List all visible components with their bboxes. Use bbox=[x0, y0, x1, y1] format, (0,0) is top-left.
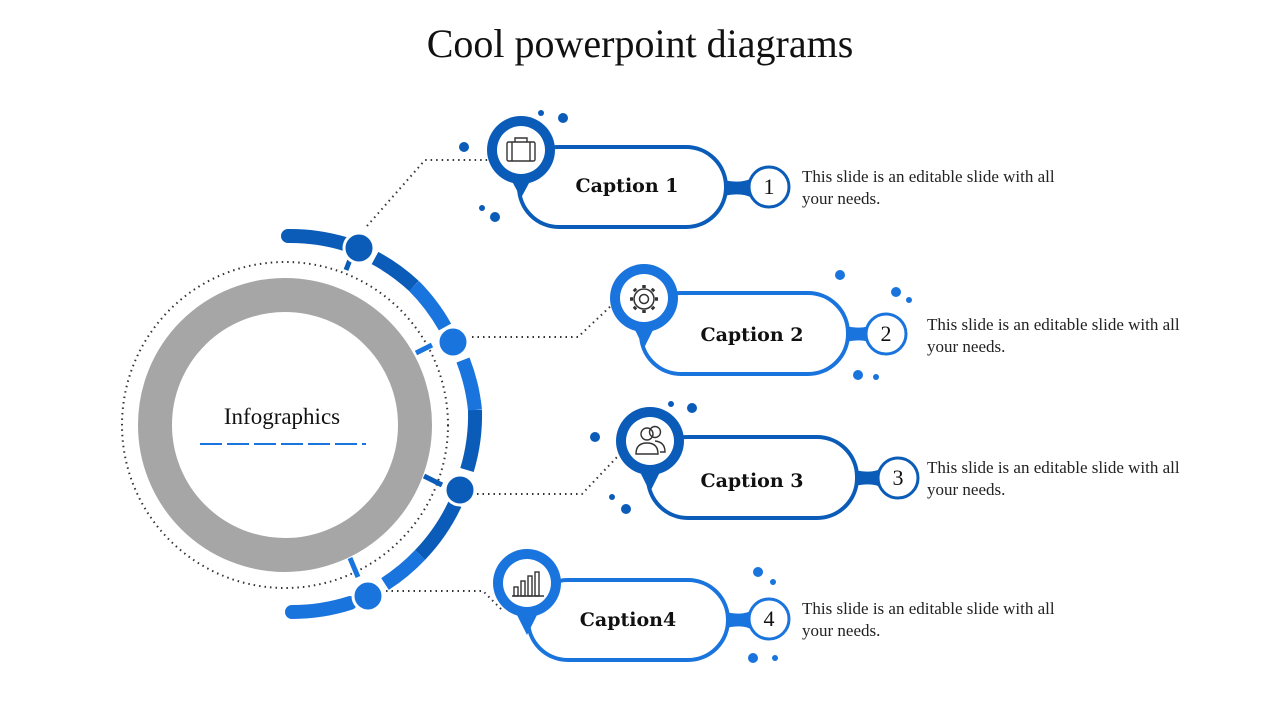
connector-knob-1 bbox=[724, 178, 752, 198]
number-badge-2 bbox=[864, 312, 908, 356]
arc-segment-4 bbox=[456, 357, 482, 411]
deco-dot bbox=[853, 370, 863, 380]
arc-segment-7 bbox=[381, 550, 426, 590]
connector-4 bbox=[386, 590, 503, 611]
caption-2-label: Caption 2 bbox=[700, 324, 804, 346]
deco-dot bbox=[538, 110, 544, 116]
slide-title: Cool powerpoint diagrams bbox=[426, 21, 854, 66]
bar-chart-icon bbox=[512, 571, 544, 597]
arc-segment-5 bbox=[460, 409, 483, 473]
connector-1 bbox=[366, 159, 490, 227]
number-1: 1 bbox=[763, 174, 775, 199]
dotted-outer-ring bbox=[121, 261, 449, 589]
arc-node-3 bbox=[443, 473, 477, 507]
center-label: Infographics bbox=[223, 404, 341, 429]
number-badge-3 bbox=[876, 456, 920, 500]
arc-segment-8 bbox=[285, 596, 357, 620]
number-badge-1 bbox=[747, 165, 791, 209]
users-icon bbox=[635, 425, 666, 455]
number-4: 4 bbox=[763, 606, 775, 631]
deco-dot bbox=[770, 579, 776, 585]
tick-2 bbox=[414, 342, 434, 356]
item-4 bbox=[493, 549, 791, 663]
deco-dot bbox=[621, 504, 631, 514]
gray-ring bbox=[138, 278, 432, 572]
item-3 bbox=[590, 401, 920, 520]
number-badge-4 bbox=[747, 597, 791, 641]
tick-3 bbox=[422, 473, 444, 488]
deco-dot bbox=[687, 403, 697, 413]
arc-segment-3 bbox=[408, 281, 452, 331]
deco-dot bbox=[772, 655, 778, 661]
connector-2 bbox=[472, 302, 615, 338]
arc-node-4 bbox=[351, 579, 385, 613]
connector-knob-3 bbox=[855, 468, 882, 488]
item-1 bbox=[459, 110, 791, 229]
deco-dot bbox=[459, 142, 469, 152]
caption-3-label: Caption 3 bbox=[700, 470, 804, 492]
arc-segment-6 bbox=[414, 500, 462, 560]
description-2: This slide is an editable slide with all… bbox=[927, 315, 1180, 356]
arc-node-2 bbox=[436, 325, 470, 359]
deco-dot bbox=[590, 432, 600, 442]
deco-dot bbox=[753, 567, 763, 577]
arc-segment-1 bbox=[281, 228, 352, 251]
arc-node-1 bbox=[342, 231, 376, 265]
deco-dot bbox=[609, 494, 615, 500]
deco-dot bbox=[668, 401, 674, 407]
number-2: 2 bbox=[880, 321, 892, 346]
description-3: This slide is an editable slide with all… bbox=[927, 458, 1180, 499]
deco-dot bbox=[891, 287, 901, 297]
connector-3 bbox=[477, 454, 620, 495]
deco-dot bbox=[558, 113, 568, 123]
deco-dot bbox=[835, 270, 845, 280]
number-3: 3 bbox=[892, 465, 904, 490]
tick-4 bbox=[347, 557, 361, 578]
connector-knob-4 bbox=[726, 610, 752, 630]
caption-4-label: Caption4 bbox=[579, 609, 677, 631]
caption-1-label: Caption 1 bbox=[575, 175, 679, 197]
description-1: This slide is an editable slide with all… bbox=[802, 167, 1055, 208]
deco-dot bbox=[748, 653, 758, 663]
item-2 bbox=[610, 264, 912, 380]
briefcase-icon bbox=[506, 137, 536, 162]
arc-segment-2 bbox=[371, 251, 419, 292]
deco-dot bbox=[873, 374, 879, 380]
description-4: This slide is an editable slide with all… bbox=[802, 599, 1055, 640]
deco-dot bbox=[490, 212, 500, 222]
gear-icon bbox=[630, 285, 658, 313]
deco-dot bbox=[479, 205, 485, 211]
deco-dot bbox=[906, 297, 912, 303]
